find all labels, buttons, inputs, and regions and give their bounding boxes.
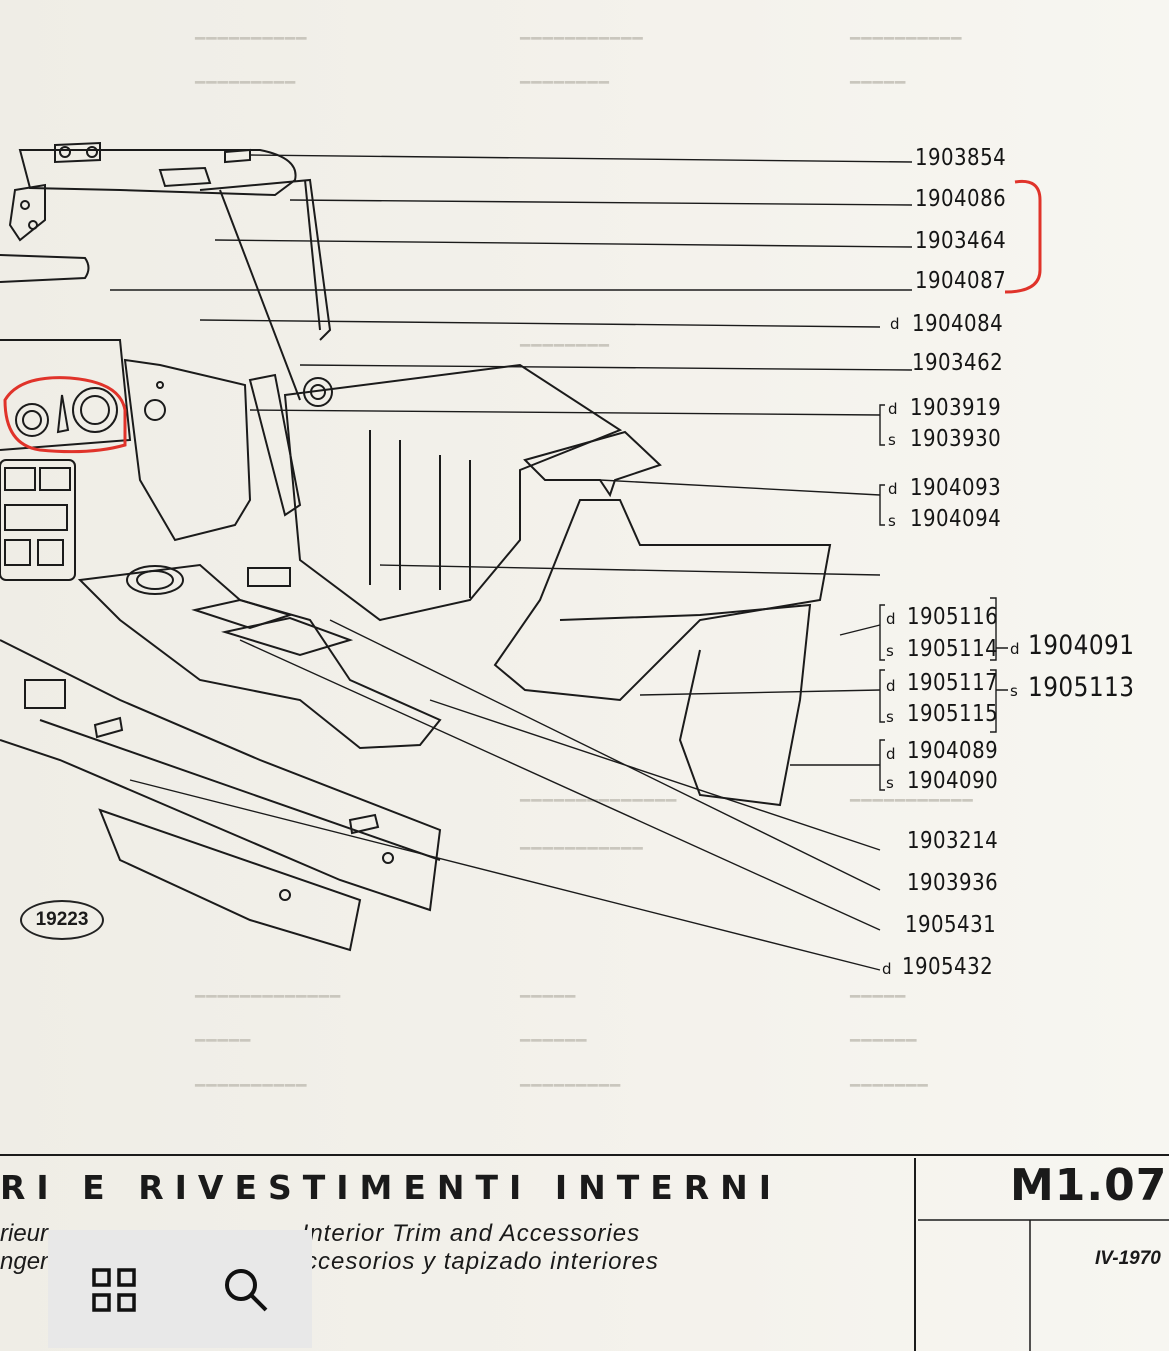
part-number: 1903214 [907, 828, 999, 854]
center-stack [0, 459, 76, 581]
assembly-number: 1904091 [1028, 630, 1135, 661]
part-number: 1904093 [910, 475, 1002, 501]
mirror-bracket [8, 183, 46, 242]
page-code: M1.07 [1010, 1160, 1168, 1211]
part-number: 1905432 [902, 954, 994, 980]
side-code: d [886, 745, 896, 763]
speaker-bracket [523, 430, 662, 498]
section-title-german: ngen [0, 1248, 54, 1275]
console [77, 563, 442, 750]
part-number: 1904087 [915, 268, 1007, 294]
section-title-english: - Interior Trim and Accessories [285, 1220, 641, 1247]
red-annotation-brace [1004, 179, 1042, 294]
kick-panel [123, 358, 252, 542]
sill-trim [0, 639, 442, 912]
part-number: 1903854 [915, 145, 1007, 171]
ashtray [247, 567, 291, 587]
interior-light [158, 166, 212, 188]
gauge-right [72, 387, 118, 433]
side-code: d [1010, 640, 1020, 658]
side-code: s [1010, 682, 1018, 700]
rear-view-mirror [0, 254, 90, 283]
side-code: d [890, 315, 900, 333]
gauge-left [15, 403, 49, 437]
part-number: 1904084 [912, 311, 1004, 337]
grid-view-button[interactable] [88, 1264, 140, 1316]
floor-edge [98, 808, 362, 952]
side-code: s [886, 774, 894, 792]
a-pillar [199, 178, 332, 401]
assembly-number: 1905113 [1028, 672, 1135, 703]
group-brackets [879, 404, 1008, 791]
section-title-french: rieur [0, 1220, 49, 1247]
leader-lines [110, 154, 913, 971]
part-number: 1904089 [907, 738, 999, 764]
part-number: 1904086 [915, 186, 1007, 212]
part-number: 1905114 [907, 636, 999, 662]
part-number: 1903930 [910, 426, 1002, 452]
door-panel [283, 363, 623, 622]
part-number: 1904090 [907, 768, 999, 794]
edition-date: IV-1970 [1095, 1248, 1161, 1269]
sun-visor-clip [54, 141, 101, 164]
side-code: s [888, 431, 896, 449]
grid-view-icon [92, 1268, 136, 1312]
part-number: 1905116 [907, 604, 999, 630]
side-code: d [886, 677, 896, 695]
section-title-italian: RI E RIVESTIMENTI INTERNI [0, 1168, 783, 1207]
red-annotation-circle [3, 376, 127, 454]
part-number: 1903936 [907, 870, 999, 896]
part-number: 1905117 [907, 670, 999, 696]
side-code: d [882, 960, 892, 978]
side-code: d [888, 480, 898, 498]
search-icon [225, 1269, 268, 1312]
section-title-spanish: ccesorios y tapizado interiores [305, 1248, 659, 1275]
side-code: s [886, 708, 894, 726]
part-number: 1903919 [910, 395, 1002, 421]
rear-quarter-panel [493, 499, 832, 702]
header-rail [18, 149, 297, 197]
part-number: 1905115 [907, 701, 999, 727]
side-code: s [886, 642, 894, 660]
part-number: 1903462 [912, 350, 1004, 376]
viewer-toolbar [48, 1230, 312, 1348]
side-code: s [888, 512, 896, 530]
part-number: 1903464 [915, 228, 1007, 254]
part-number: 1905431 [905, 912, 997, 938]
side-code: d [886, 610, 896, 628]
figure-number: 19223 [20, 900, 104, 940]
search-button[interactable] [220, 1264, 272, 1316]
wheel-arch-trim [559, 603, 812, 807]
door-pillar-trim [248, 373, 302, 517]
dashboard-front [0, 339, 132, 451]
part-number: 1904094 [910, 506, 1002, 532]
side-code: d [888, 400, 898, 418]
